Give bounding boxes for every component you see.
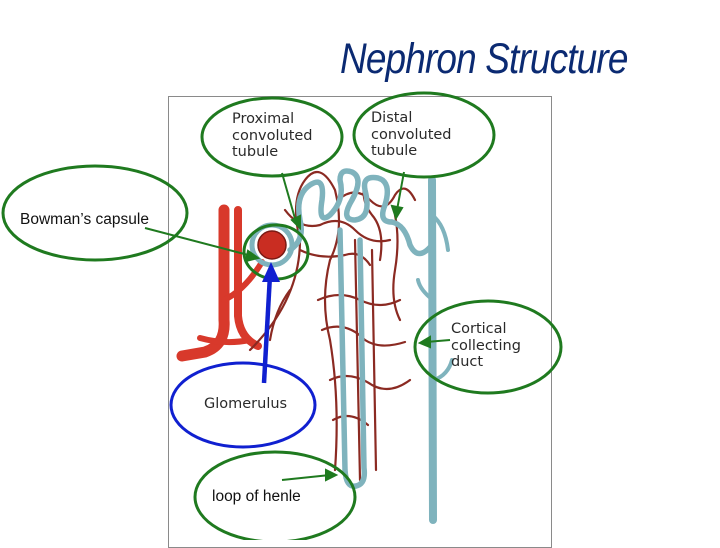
highlight-cortical (413, 299, 563, 395)
highlight-distal (352, 91, 496, 179)
label-bowman: Bowman’s capsule (20, 211, 149, 228)
highlight-loop (193, 450, 357, 540)
label-distal: Distal convoluted tubule (371, 110, 452, 160)
highlight-bowman (1, 164, 189, 262)
capillary-network (248, 170, 417, 482)
blue-highlight (169, 262, 317, 449)
renal-vessels (176, 204, 265, 362)
label-proximal: Proximal convoluted tubule (232, 111, 313, 161)
label-glomerulus: Glomerulus (204, 396, 288, 412)
slide-title: Nephron Structure (340, 35, 628, 83)
highlight-proximal (200, 96, 344, 178)
label-loop: loop of henle (212, 488, 301, 505)
label-cortical: Cortical collecting duct (451, 321, 521, 371)
green-arrows (144, 171, 451, 482)
